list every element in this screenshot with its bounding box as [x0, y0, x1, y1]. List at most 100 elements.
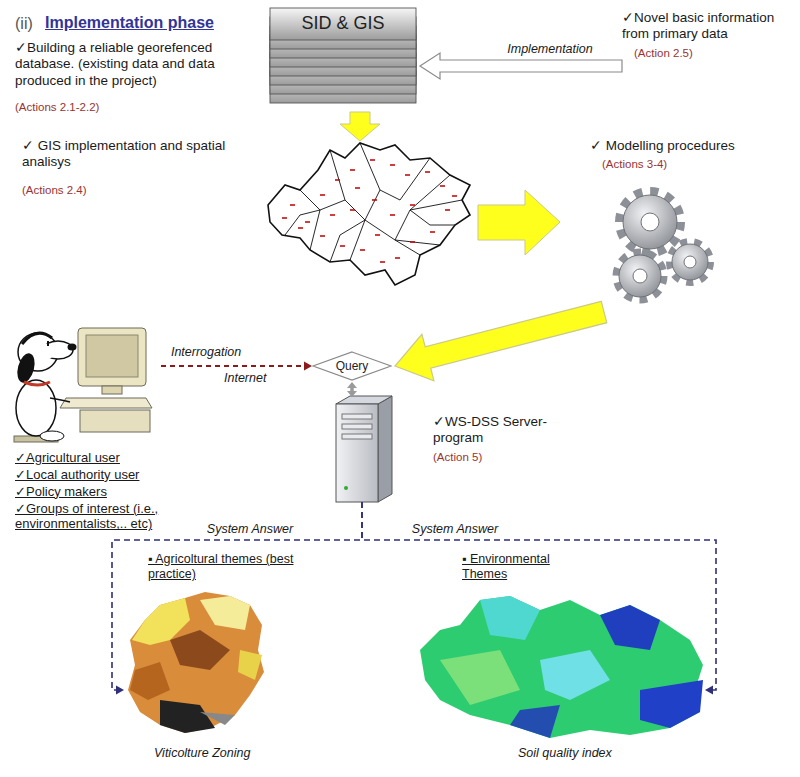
- action-ref: (Actions 2.4): [22, 183, 172, 197]
- label-holder: (Actions 2.4): [22, 180, 172, 197]
- user-illustration-part: [22, 333, 52, 344]
- stack-title: SID & GIS: [268, 13, 418, 35]
- server-illustration-part: [344, 486, 348, 490]
- text-group: ✓Agricultural user✓Local authority user✓…: [15, 450, 250, 533]
- user-illustration-part: [40, 431, 64, 441]
- user-type: ✓Local authority user: [15, 467, 250, 483]
- user-illustration: [14, 328, 152, 442]
- edge-label-holder: Implementation: [505, 42, 594, 57]
- soil-quality-map: [420, 596, 703, 738]
- gears-illustration-part: [620, 192, 680, 252]
- region-map-part: [285, 143, 462, 262]
- modelling-gears: ✓ Modelling procedures(Actions 3-4): [590, 138, 770, 312]
- diamond-outline: [313, 352, 391, 380]
- connector: [395, 301, 607, 380]
- map-caption: Soil quality index: [518, 746, 678, 761]
- connector: [161, 362, 312, 371]
- source-text: ✓Novel basic information from primary da…: [622, 10, 794, 43]
- query-diamond: Query: [312, 351, 392, 381]
- edge-label-holder: System Answer: [410, 522, 500, 537]
- gears-illustration-part: [672, 244, 708, 280]
- viticulture-map-part: [170, 630, 230, 670]
- soil-quality-map-part: [640, 680, 703, 728]
- action-ref: (Actions 2.1-2.2): [15, 100, 215, 114]
- user-illustration-part: [80, 410, 150, 432]
- edge-label-holder: Interrogation: [169, 345, 243, 360]
- section-number: (ii): [15, 14, 45, 34]
- connector: [347, 382, 357, 397]
- label-holder: (ii): [15, 14, 45, 34]
- task-note: ✓ GIS implementation and spatial analisy…: [22, 138, 227, 171]
- soil-quality-map-part: [440, 650, 520, 705]
- edge-label-holder: System Answer: [205, 522, 295, 537]
- gears-illustration-part: [684, 256, 696, 268]
- text-group: ✓WS-DSS Server-program(Action 5): [433, 414, 558, 464]
- region-map-part: [282, 160, 457, 262]
- viticulture-map-part: [130, 662, 170, 700]
- gears-illustration: [617, 192, 710, 299]
- region-map: [268, 143, 470, 285]
- map-caption: Viticolture Zoning: [154, 746, 304, 761]
- user-type: ✓Policy makers: [15, 484, 250, 500]
- connector-line: [161, 365, 306, 367]
- server-illustration-part: [336, 404, 378, 502]
- server-illustration-part: [336, 396, 392, 404]
- arrow-head: [347, 391, 357, 397]
- agri-map-node: ▪ Agricoltural themes (best practice)Vit…: [124, 590, 266, 736]
- edge-label: Interrogation: [169, 345, 243, 360]
- connector-line: [362, 502, 716, 690]
- connector: [362, 502, 716, 695]
- task-note: ✓Building a reliable georefenced databas…: [15, 40, 260, 89]
- soil-quality-map-part: [600, 605, 660, 650]
- soil-quality-map-part: [510, 705, 560, 738]
- text-holder: Viticolture Zoning: [154, 746, 304, 761]
- arrow-head: [347, 382, 357, 388]
- user-illustration-part: [50, 398, 70, 402]
- gears-illustration-part: [641, 213, 659, 231]
- server-illustration-part: [342, 414, 372, 419]
- query-text: Query: [312, 351, 392, 381]
- database-stack: SID & GIS: [268, 6, 418, 110]
- viticulture-map-part: [160, 700, 215, 733]
- gears-illustration-part: [623, 195, 677, 249]
- label-holder: ✓Building a reliable georefenced databas…: [15, 40, 260, 89]
- soil-quality-map-part: [420, 596, 703, 738]
- theme-heading: ▪ Agricoltural themes (best practice): [148, 552, 298, 583]
- user-illustration-part: [78, 328, 146, 386]
- soil-quality-map-part: [480, 596, 540, 640]
- server-illustration: [336, 396, 392, 502]
- text-holder: ▪ Agricoltural themes (best practice): [148, 552, 298, 584]
- connector-note: Internet: [222, 371, 268, 386]
- edge-label: System Answer: [410, 522, 500, 537]
- action-ref: (Action 5): [433, 450, 558, 464]
- edge-label: System Answer: [205, 522, 295, 537]
- arrow-head: [116, 686, 124, 695]
- soil-quality-map-part: [540, 650, 610, 700]
- edge-label: Implementation: [505, 42, 594, 57]
- viticulture-map-part: [200, 712, 235, 725]
- block-arrow: [395, 301, 607, 380]
- text-holder: ▪ Environmental Themes: [462, 552, 570, 584]
- action-ref: (Actions 3-4): [602, 157, 770, 171]
- env-map-node: ▪ Environmental ThemesSoil quality index: [418, 590, 705, 740]
- label-holder: (Actions 2.1-2.2): [15, 97, 215, 114]
- user-type: ✓Agricultural user: [15, 450, 250, 466]
- user-group: ✓Agricultural user✓Local authority user✓…: [8, 320, 158, 446]
- viticulture-map-part: [128, 592, 264, 733]
- user-illustration-part: [102, 386, 122, 394]
- user-illustration-part: [14, 351, 37, 384]
- gears-illustration-part: [633, 269, 647, 283]
- yellow-arrow: [340, 112, 380, 141]
- data-source: ✓Novel basic information from primary da…: [622, 10, 794, 82]
- server-illustration-part: [342, 434, 372, 439]
- viticulture-map-part: [238, 650, 262, 680]
- gears-illustration-part: [670, 242, 710, 282]
- theme-heading: ▪ Environmental Themes: [462, 552, 570, 583]
- viticulture-map: [128, 592, 264, 733]
- user-illustration-part: [86, 335, 138, 377]
- server-node: ✓WS-DSS Server-program(Action 5): [330, 398, 394, 502]
